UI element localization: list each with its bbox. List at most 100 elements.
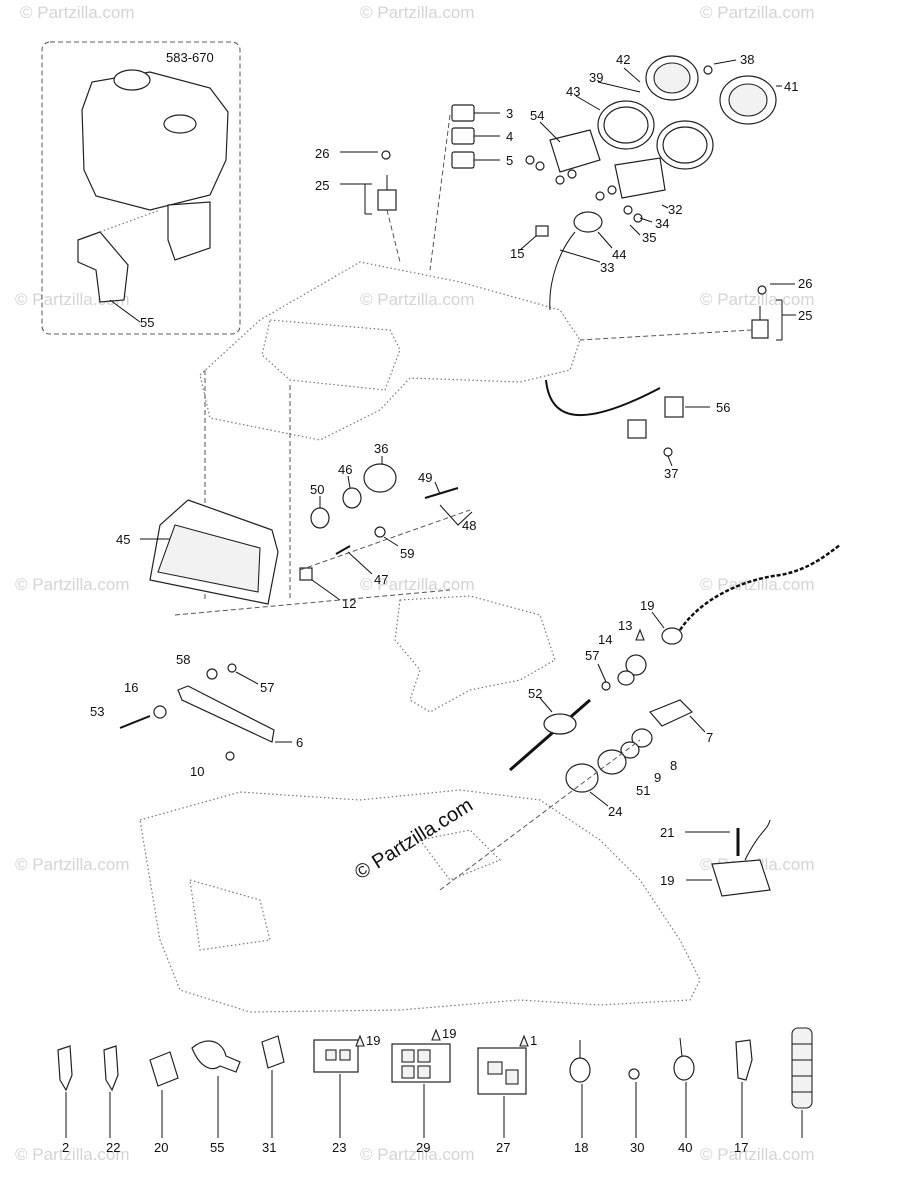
callout-13: 14	[598, 632, 612, 647]
leader-line	[519, 235, 537, 251]
leader-line	[235, 671, 259, 685]
gauges: 43 39 42 38 41	[566, 52, 798, 170]
callout-26: 26	[315, 146, 329, 161]
oil-tank	[81, 71, 229, 211]
watermark: © Partzilla.com	[15, 575, 130, 594]
bracket-line	[776, 299, 796, 341]
terminal-1	[57, 1045, 73, 1092]
guide-line	[386, 209, 401, 263]
switch-group: 3 4 5	[429, 104, 513, 271]
callout-5: 5	[506, 153, 513, 168]
guide-line	[174, 589, 451, 616]
hull-outline	[139, 789, 701, 1013]
callout-10: 24	[608, 804, 622, 819]
toggle-switch-right: 26 25	[579, 276, 812, 341]
bulb	[703, 65, 713, 75]
callout-29: 27	[496, 1140, 510, 1155]
callout-25: 25	[315, 178, 329, 193]
screw	[601, 681, 611, 691]
gauge-ring-inner	[603, 106, 649, 144]
callout-46: 50	[310, 482, 324, 497]
switch-body-9	[597, 749, 627, 775]
watermark: © Partzilla.com	[700, 1145, 815, 1164]
inset-border	[41, 41, 241, 335]
nut	[381, 150, 391, 160]
ring-terminal-27	[569, 1057, 591, 1083]
windshield	[261, 319, 401, 391]
callout-40: 17	[734, 1140, 748, 1155]
callout-21: 19	[660, 873, 674, 888]
tank-cap	[113, 69, 151, 91]
callout-45: 45	[116, 532, 130, 547]
callout-30: 40	[678, 1140, 692, 1155]
switch-4	[451, 127, 475, 145]
clamp	[627, 419, 647, 439]
callout-22: 20	[154, 1140, 168, 1155]
toggle-body	[751, 319, 769, 339]
guide-line	[439, 739, 641, 891]
callout-32: 32	[668, 202, 682, 217]
watermark-group: © Partzilla.com © Partzilla.com © Partzi…	[15, 3, 815, 1164]
callout-54: 54	[530, 108, 544, 123]
callout-56: 37	[664, 466, 678, 481]
callout-31: 23	[332, 1140, 346, 1155]
guide-line	[429, 114, 451, 271]
connectors-row: 2 22 20 55 31 19 23 19 29	[57, 1026, 813, 1155]
safety-switch-group: 19 13 14 57	[585, 543, 841, 691]
leader-line	[575, 95, 601, 111]
leader-line	[623, 67, 641, 83]
callout-55: 31	[262, 1140, 276, 1155]
washer	[633, 213, 643, 223]
watermark: © Partzilla.com	[360, 290, 475, 309]
socket-37	[363, 463, 397, 493]
washer-48	[374, 526, 386, 538]
grommet-44	[573, 211, 603, 233]
seat-outline	[394, 595, 556, 713]
ignition-switch-16	[509, 698, 591, 772]
callout-25: 25	[798, 308, 812, 323]
wire	[744, 819, 771, 861]
connector-pin	[417, 1049, 431, 1063]
leader-line	[347, 551, 373, 575]
callout-35: 35	[642, 230, 656, 245]
hull-opening	[418, 829, 502, 881]
drop-icon	[519, 1034, 529, 1047]
nut-7	[631, 728, 653, 748]
connector-pin	[417, 1065, 431, 1079]
leader-line	[629, 224, 641, 236]
callout-19: 19	[366, 1033, 380, 1048]
bulb-46	[310, 507, 330, 529]
guide-line	[299, 509, 471, 571]
callout-58: 57	[260, 680, 274, 695]
washer-57	[206, 668, 218, 680]
guide-line	[579, 329, 753, 341]
leader-line	[434, 481, 441, 495]
terminal-40	[735, 1039, 753, 1081]
ring-terminal-30	[673, 1055, 695, 1081]
bracket-32	[614, 157, 666, 199]
callout-51: 10	[190, 764, 204, 779]
leader-line	[99, 209, 161, 233]
leader-line	[639, 217, 653, 223]
watermark: © Partzilla.com	[700, 3, 815, 22]
watermark-center: © Partzilla.com	[351, 794, 477, 884]
terminal-2	[103, 1045, 119, 1092]
leader-line	[597, 663, 607, 683]
key-6	[648, 699, 694, 727]
connector-pin	[325, 1049, 337, 1061]
tank-cap	[163, 114, 197, 134]
leader-line	[347, 475, 351, 489]
leader-line	[539, 697, 553, 713]
bracket-line	[439, 504, 473, 526]
inset-label: 583-670	[166, 50, 214, 65]
watermark: © Partzilla.com	[360, 1145, 475, 1164]
callout-55: 56	[716, 400, 730, 415]
regulator-group: 21 19	[660, 819, 771, 897]
washer-8	[620, 741, 640, 759]
callout-50: 49	[418, 470, 432, 485]
watermark: © Partzilla.com	[15, 1145, 130, 1164]
screw-52	[119, 715, 151, 729]
headlamp-lens	[157, 524, 261, 593]
bracket-53	[177, 685, 275, 743]
